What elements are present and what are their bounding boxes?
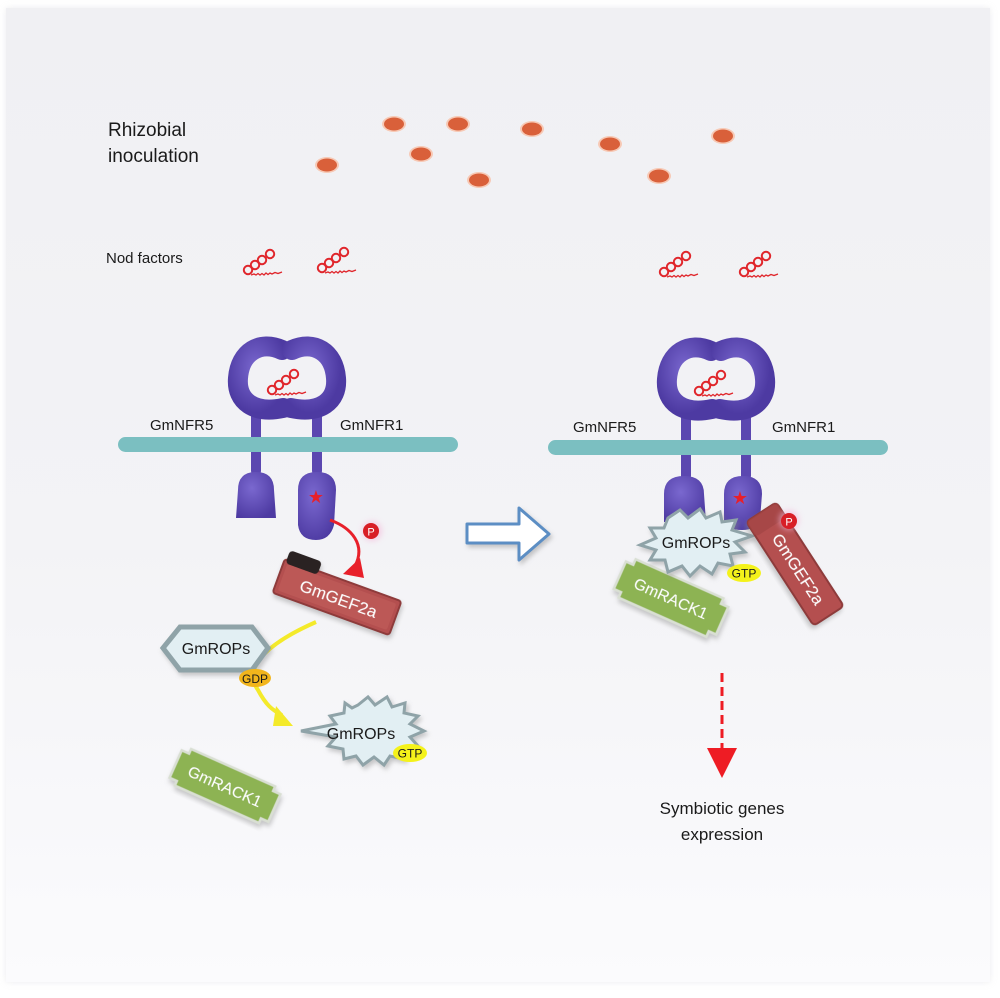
rhizobial-label-line2: inoculation — [108, 146, 199, 167]
bacterium — [520, 121, 544, 137]
transition-arrow-icon — [465, 506, 551, 562]
nfr5-lysm-domain — [656, 337, 722, 421]
exchange-arrowhead — [273, 706, 293, 726]
phospho-badge — [363, 523, 379, 539]
bacterium — [382, 116, 406, 132]
right-nfr1-label: GmNFR1 — [772, 419, 835, 436]
bacterium — [598, 136, 622, 152]
output-label-line2: expression — [681, 825, 763, 844]
right-phospho-badge — [781, 513, 797, 529]
nfr1-lysm-domain — [281, 336, 347, 420]
nod-factors-label: Nod factors — [106, 250, 183, 267]
left-receptor-complex: ★ GmNFR5 GmNFR1 — [118, 336, 458, 540]
phosphorylation-arrowhead — [343, 558, 364, 578]
left-gtp-label: GTP — [398, 747, 423, 761]
right-rops-label: GmROPs — [662, 535, 730, 552]
phospho-label: P — [367, 527, 374, 539]
gdp-badge — [239, 669, 271, 687]
left-rops-gdp — [159, 624, 272, 673]
nfr1-kinase-domain — [298, 472, 336, 540]
kinase-active-star-icon: ★ — [732, 488, 748, 508]
right-receptor-complex: ★ GmNFR5 GmNFR1 — [548, 337, 888, 530]
output-arrowhead — [707, 748, 737, 778]
gef-inhibitory-domain — [286, 551, 322, 574]
right-gtp-label: GTP — [732, 567, 757, 581]
nod-factor — [316, 246, 357, 274]
diagram-panel — [6, 8, 990, 982]
phosphorylation-arrow — [329, 518, 361, 567]
left-rops-gdp-label: GmROPs — [182, 641, 250, 658]
nod-factor — [738, 250, 779, 278]
gdp-label: GDP — [242, 672, 268, 686]
left-nfr5-label: GmNFR5 — [150, 417, 213, 434]
gdp-gtp-exchange-arrow — [251, 620, 317, 717]
nod-factor — [658, 250, 699, 278]
right-nfr5-label: GmNFR5 — [573, 419, 636, 436]
plasma-membrane — [548, 440, 888, 455]
nfr5-kinase-domain — [236, 472, 276, 518]
left-rops-gtp-label: GmROPs — [327, 726, 395, 743]
bacterium — [467, 172, 491, 188]
bacterium — [711, 128, 735, 144]
bacterium — [446, 116, 470, 132]
rhizobial-label-line1: Rhizobial — [108, 120, 186, 141]
left-gmrack1: GmRACK1 — [167, 747, 283, 825]
left-gtp-badge — [393, 744, 427, 762]
left-rops-gtp — [300, 694, 428, 768]
right-rops-gtp — [635, 506, 757, 579]
nfr1-lysm-domain — [710, 337, 776, 421]
right-gtp-badge — [727, 564, 761, 582]
kinase-active-star-icon: ★ — [308, 487, 324, 507]
plasma-membrane — [118, 437, 458, 452]
bound-nod-factor — [693, 369, 734, 397]
left-gmgef2a: GmGEF2a — [272, 551, 402, 636]
nod-factor — [242, 248, 283, 276]
bacterium — [409, 146, 433, 162]
nfr5-lysm-domain — [227, 336, 293, 420]
left-nfr1-label: GmNFR1 — [340, 417, 403, 434]
bacterium — [647, 168, 671, 184]
bacterium — [315, 157, 339, 173]
right-phospho-label: P — [785, 517, 792, 529]
bound-nod-factor — [266, 368, 307, 396]
rhizobia-group — [315, 116, 735, 188]
output-label-line1: Symbiotic genes — [660, 799, 785, 818]
